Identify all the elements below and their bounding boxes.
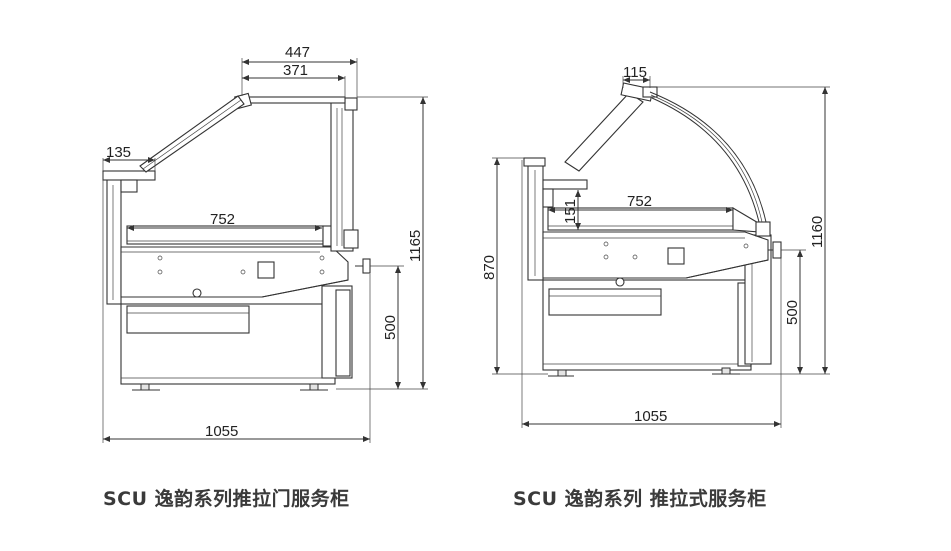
- dim-top-outer: 447: [285, 44, 310, 61]
- right-front-post: [527, 163, 544, 281]
- dim-front-height: 870: [481, 255, 498, 280]
- right-display-tub: [542, 231, 769, 279]
- right-caption: SCU 逸韵系列 推拉式服务柜: [513, 488, 767, 510]
- dim-counter-height-right: 500: [784, 300, 801, 325]
- left-handle: [362, 258, 371, 274]
- right-curved-glass: [649, 91, 767, 223]
- left-foot: [140, 383, 150, 391]
- left-front-ledge: [102, 170, 156, 181]
- right-cabinet: [523, 82, 782, 377]
- dim-total-depth-right: 1055: [634, 408, 667, 425]
- right-slant-panel: [564, 92, 644, 172]
- left-display-tub: [120, 246, 349, 298]
- left-foot: [309, 383, 319, 391]
- left-cabinet: [102, 92, 371, 391]
- dim-top-inner: 371: [283, 62, 308, 79]
- left-front-post: [106, 177, 122, 305]
- dim-shelf-depth-right: 752: [627, 193, 652, 210]
- dim-total-height: 1165: [407, 230, 424, 262]
- right-handle: [772, 241, 782, 259]
- dim-ledge: 135: [106, 144, 131, 161]
- dim-total-height-right: 1160: [809, 216, 826, 248]
- right-drawer: [548, 288, 662, 316]
- dim-counter-height: 500: [382, 315, 399, 340]
- right-foot: [557, 369, 567, 377]
- left-drawer: [126, 305, 250, 334]
- dim-total-depth: 1055: [205, 423, 238, 440]
- right-foot: [721, 367, 731, 375]
- dim-shelf-depth: 752: [210, 211, 235, 228]
- right-dimensions: 115 752 151 870 1160 500 1055: [481, 64, 830, 428]
- left-top-glass: [243, 96, 346, 104]
- dim-top-ledge: 115: [623, 64, 647, 81]
- left-front-glass: [139, 95, 245, 173]
- left-dimensions: 447 371 135 752 1165 500 1055: [102, 44, 428, 443]
- left-caption: SCU 逸韵系列推拉门服务柜: [103, 488, 350, 510]
- dim-shelf-height: 151: [562, 199, 579, 224]
